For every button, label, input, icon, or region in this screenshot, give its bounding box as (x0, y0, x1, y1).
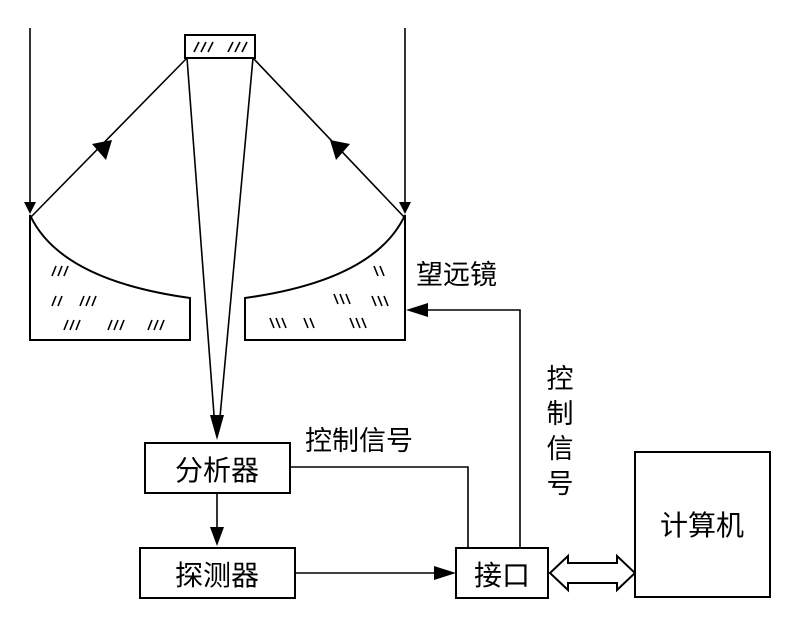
control-signal-char-4: 号 (547, 469, 574, 500)
telescope-label: 望远镜 (416, 260, 497, 291)
control-signal-char-2: 制 (547, 399, 574, 430)
secondary-mirror (184, 34, 256, 59)
interface-box: 接口 (455, 547, 549, 599)
telescope-control-arrow (406, 303, 428, 317)
primary-mirror-left (29, 214, 191, 341)
control-signal-char-3: 信 (547, 434, 574, 465)
control-signal-char-1: 控 (547, 364, 574, 395)
reflected-arrow-right (330, 140, 350, 160)
detector-label: 探测器 (175, 559, 259, 592)
control-signal-vertical-label: 控 制 信 号 (547, 364, 574, 500)
focus-ray-left (186, 57, 216, 429)
interface-label: 接口 (474, 559, 530, 592)
control-signal-horizontal-label: 控制信号 (305, 426, 413, 457)
telescope (24, 28, 411, 440)
primary-mirror-right (244, 214, 406, 341)
reflected-ray-right (252, 57, 406, 219)
focus-ray-right (218, 57, 254, 429)
focus-arrow (210, 415, 224, 440)
primary-mirror-hatch (51, 265, 389, 331)
reflected-arrow-left (92, 140, 112, 160)
detector-box: 探测器 (139, 547, 296, 599)
telescope-control-line (424, 309, 521, 548)
secondary-mirror-hatch (193, 41, 248, 53)
analyzer-box: 分析器 (144, 442, 291, 494)
analyzer-to-detector-arrow (210, 527, 224, 546)
detector-to-interface-arrow (434, 566, 456, 580)
computer-box: 计算机 (634, 451, 771, 598)
analyzer-control-line (290, 466, 469, 548)
reflected-ray-left (29, 57, 188, 219)
computer-label: 计算机 (660, 509, 744, 542)
analyzer-label: 分析器 (175, 454, 259, 487)
bidirectional-link-arrow (548, 553, 637, 593)
